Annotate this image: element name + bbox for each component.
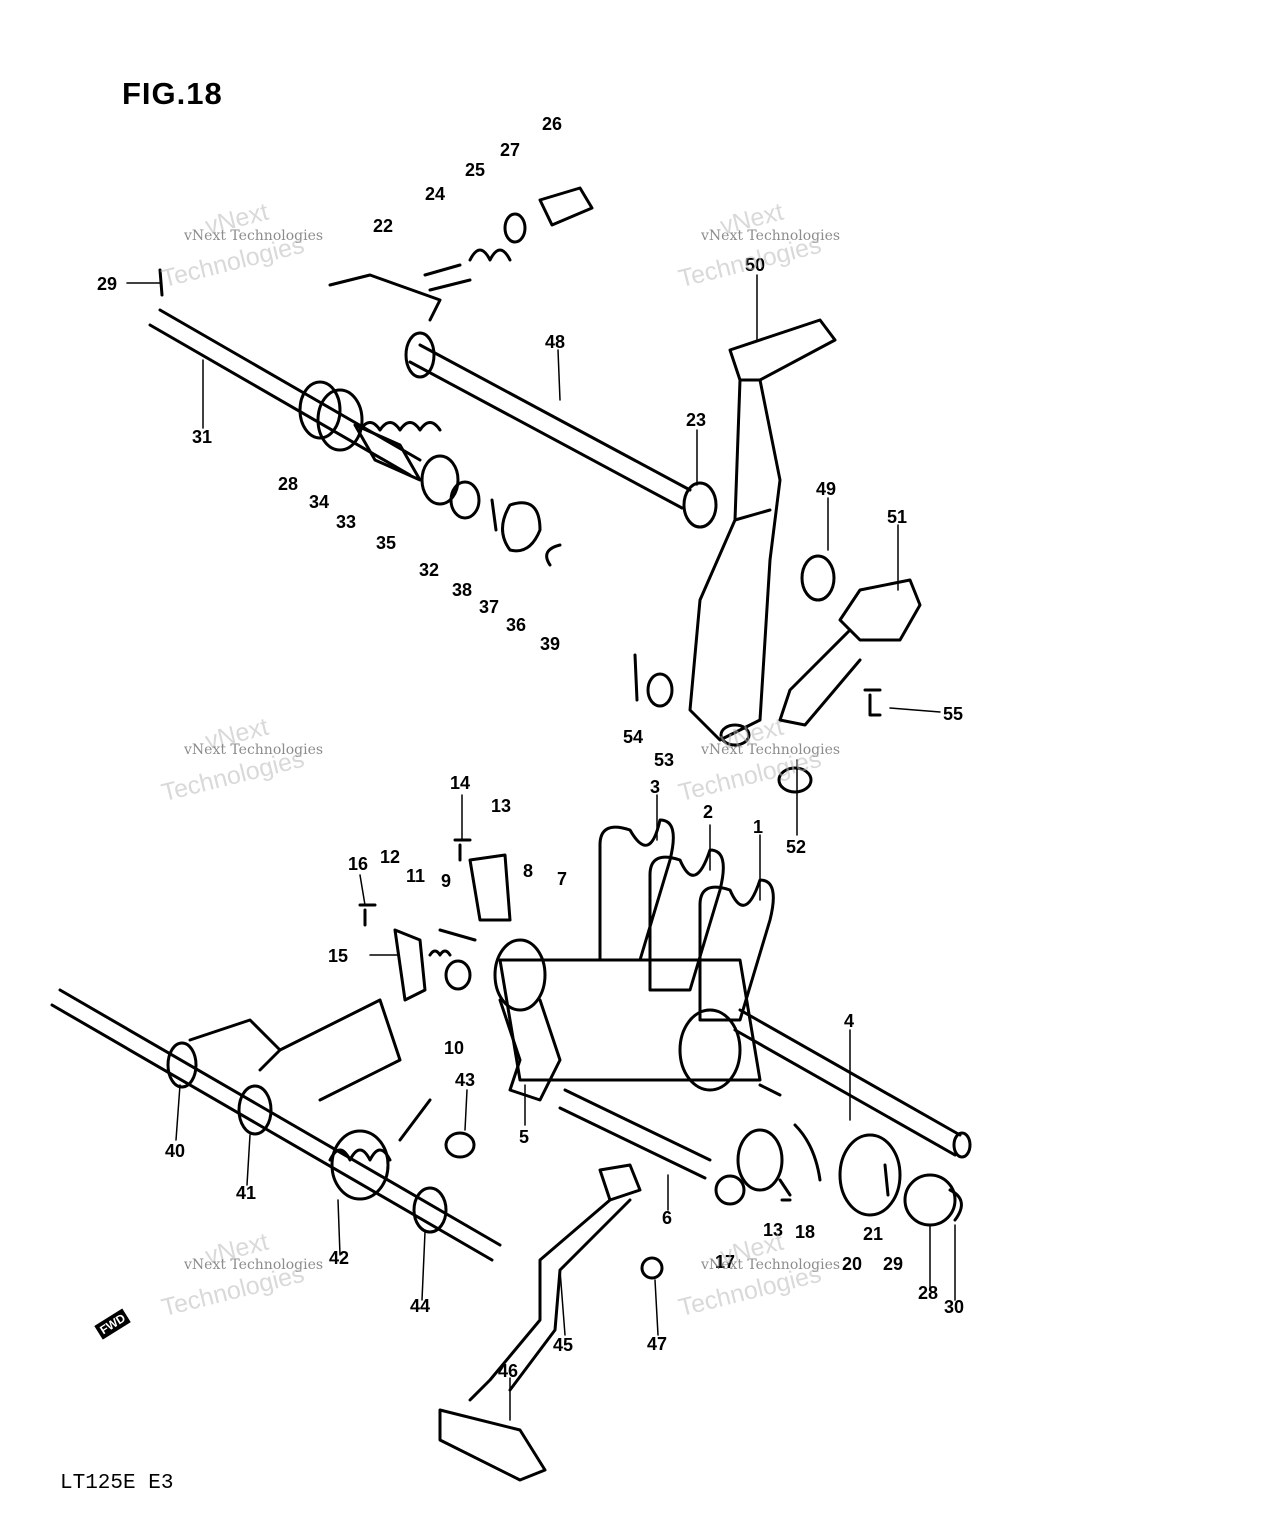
callout-29-lower: 29 xyxy=(883,1254,903,1274)
callout-20: 20 xyxy=(842,1254,862,1274)
callout-48: 48 xyxy=(545,332,565,352)
callout-21: 21 xyxy=(863,1224,883,1244)
callout-3: 3 xyxy=(650,777,660,797)
callout-18: 18 xyxy=(795,1222,815,1242)
callout-27: 27 xyxy=(500,140,520,160)
callout-28-upper: 28 xyxy=(278,474,298,494)
watermark-4: vNext Technologies xyxy=(701,742,841,758)
callout-5: 5 xyxy=(519,1127,529,1147)
callout-40: 40 xyxy=(165,1141,185,1161)
callout-49: 49 xyxy=(816,479,836,499)
shift-shaft-upper xyxy=(148,268,562,567)
callout-2: 2 xyxy=(703,802,713,822)
callout-28-lower: 28 xyxy=(918,1283,938,1303)
callout-17: 17 xyxy=(715,1252,735,1272)
callout-13-upper: 13 xyxy=(491,796,511,816)
stopper-parts xyxy=(358,838,963,1227)
callout-39: 39 xyxy=(540,634,560,654)
callout-34: 34 xyxy=(309,492,329,512)
callout-41: 41 xyxy=(236,1183,256,1203)
callout-6: 6 xyxy=(662,1208,672,1228)
callout-25: 25 xyxy=(465,160,485,180)
callout-45: 45 xyxy=(553,1335,573,1355)
callout-53: 53 xyxy=(654,750,674,770)
callout-14: 14 xyxy=(450,773,470,793)
callout-9: 9 xyxy=(441,871,451,891)
leader-lines xyxy=(126,274,956,1421)
callout-32: 32 xyxy=(419,560,439,580)
callout-7: 7 xyxy=(557,869,567,889)
lever-51 xyxy=(633,554,922,794)
callout-22: 22 xyxy=(373,216,393,236)
watermark-3: vNext Technologies xyxy=(184,742,324,758)
callout-54: 54 xyxy=(623,727,643,747)
model-label: LT125E E3 xyxy=(60,1472,174,1495)
gearshift-shaft-lower xyxy=(50,988,664,1482)
callout-52: 52 xyxy=(786,837,806,857)
callout-13-lower: 13 xyxy=(763,1220,783,1240)
callout-29-upper: 29 xyxy=(97,274,117,294)
callout-46: 46 xyxy=(498,1361,518,1381)
callout-16: 16 xyxy=(348,854,368,874)
diagram-lines xyxy=(50,186,972,1482)
callout-12: 12 xyxy=(380,847,400,867)
part-callouts: 1 2 3 4 5 6 7 8 9 10 11 12 13 13 14 15 1… xyxy=(97,114,964,1381)
watermark-6: vNext Technologies xyxy=(701,1257,841,1273)
callout-44: 44 xyxy=(410,1296,430,1316)
watermark-5: vNext Technologies xyxy=(184,1257,324,1273)
callout-51: 51 xyxy=(887,507,907,527)
shaft-48 xyxy=(328,186,718,529)
callout-26: 26 xyxy=(542,114,562,134)
pedal-arm-50 xyxy=(688,318,837,747)
callout-55: 55 xyxy=(943,704,963,724)
callout-30: 30 xyxy=(944,1297,964,1317)
callout-8: 8 xyxy=(523,861,533,881)
callout-15: 15 xyxy=(328,946,348,966)
callout-11: 11 xyxy=(406,866,425,886)
callout-4: 4 xyxy=(844,1011,854,1031)
callout-1: 1 xyxy=(753,817,763,837)
callout-10: 10 xyxy=(444,1038,464,1058)
callout-37: 37 xyxy=(479,597,499,617)
callout-35: 35 xyxy=(376,533,396,553)
callout-42: 42 xyxy=(329,1248,349,1268)
callout-36: 36 xyxy=(506,615,526,635)
watermark-1: vNext Technologies xyxy=(184,228,324,244)
callout-50: 50 xyxy=(745,255,765,275)
watermark-2: vNext Technologies xyxy=(701,228,841,244)
callout-47: 47 xyxy=(647,1334,667,1354)
figure-title: FIG.18 xyxy=(122,76,223,111)
callout-23: 23 xyxy=(686,410,706,430)
callout-31: 31 xyxy=(192,427,212,447)
callout-38: 38 xyxy=(452,580,472,600)
callout-24: 24 xyxy=(425,184,445,204)
callout-33: 33 xyxy=(336,512,356,532)
callout-43: 43 xyxy=(455,1070,475,1090)
